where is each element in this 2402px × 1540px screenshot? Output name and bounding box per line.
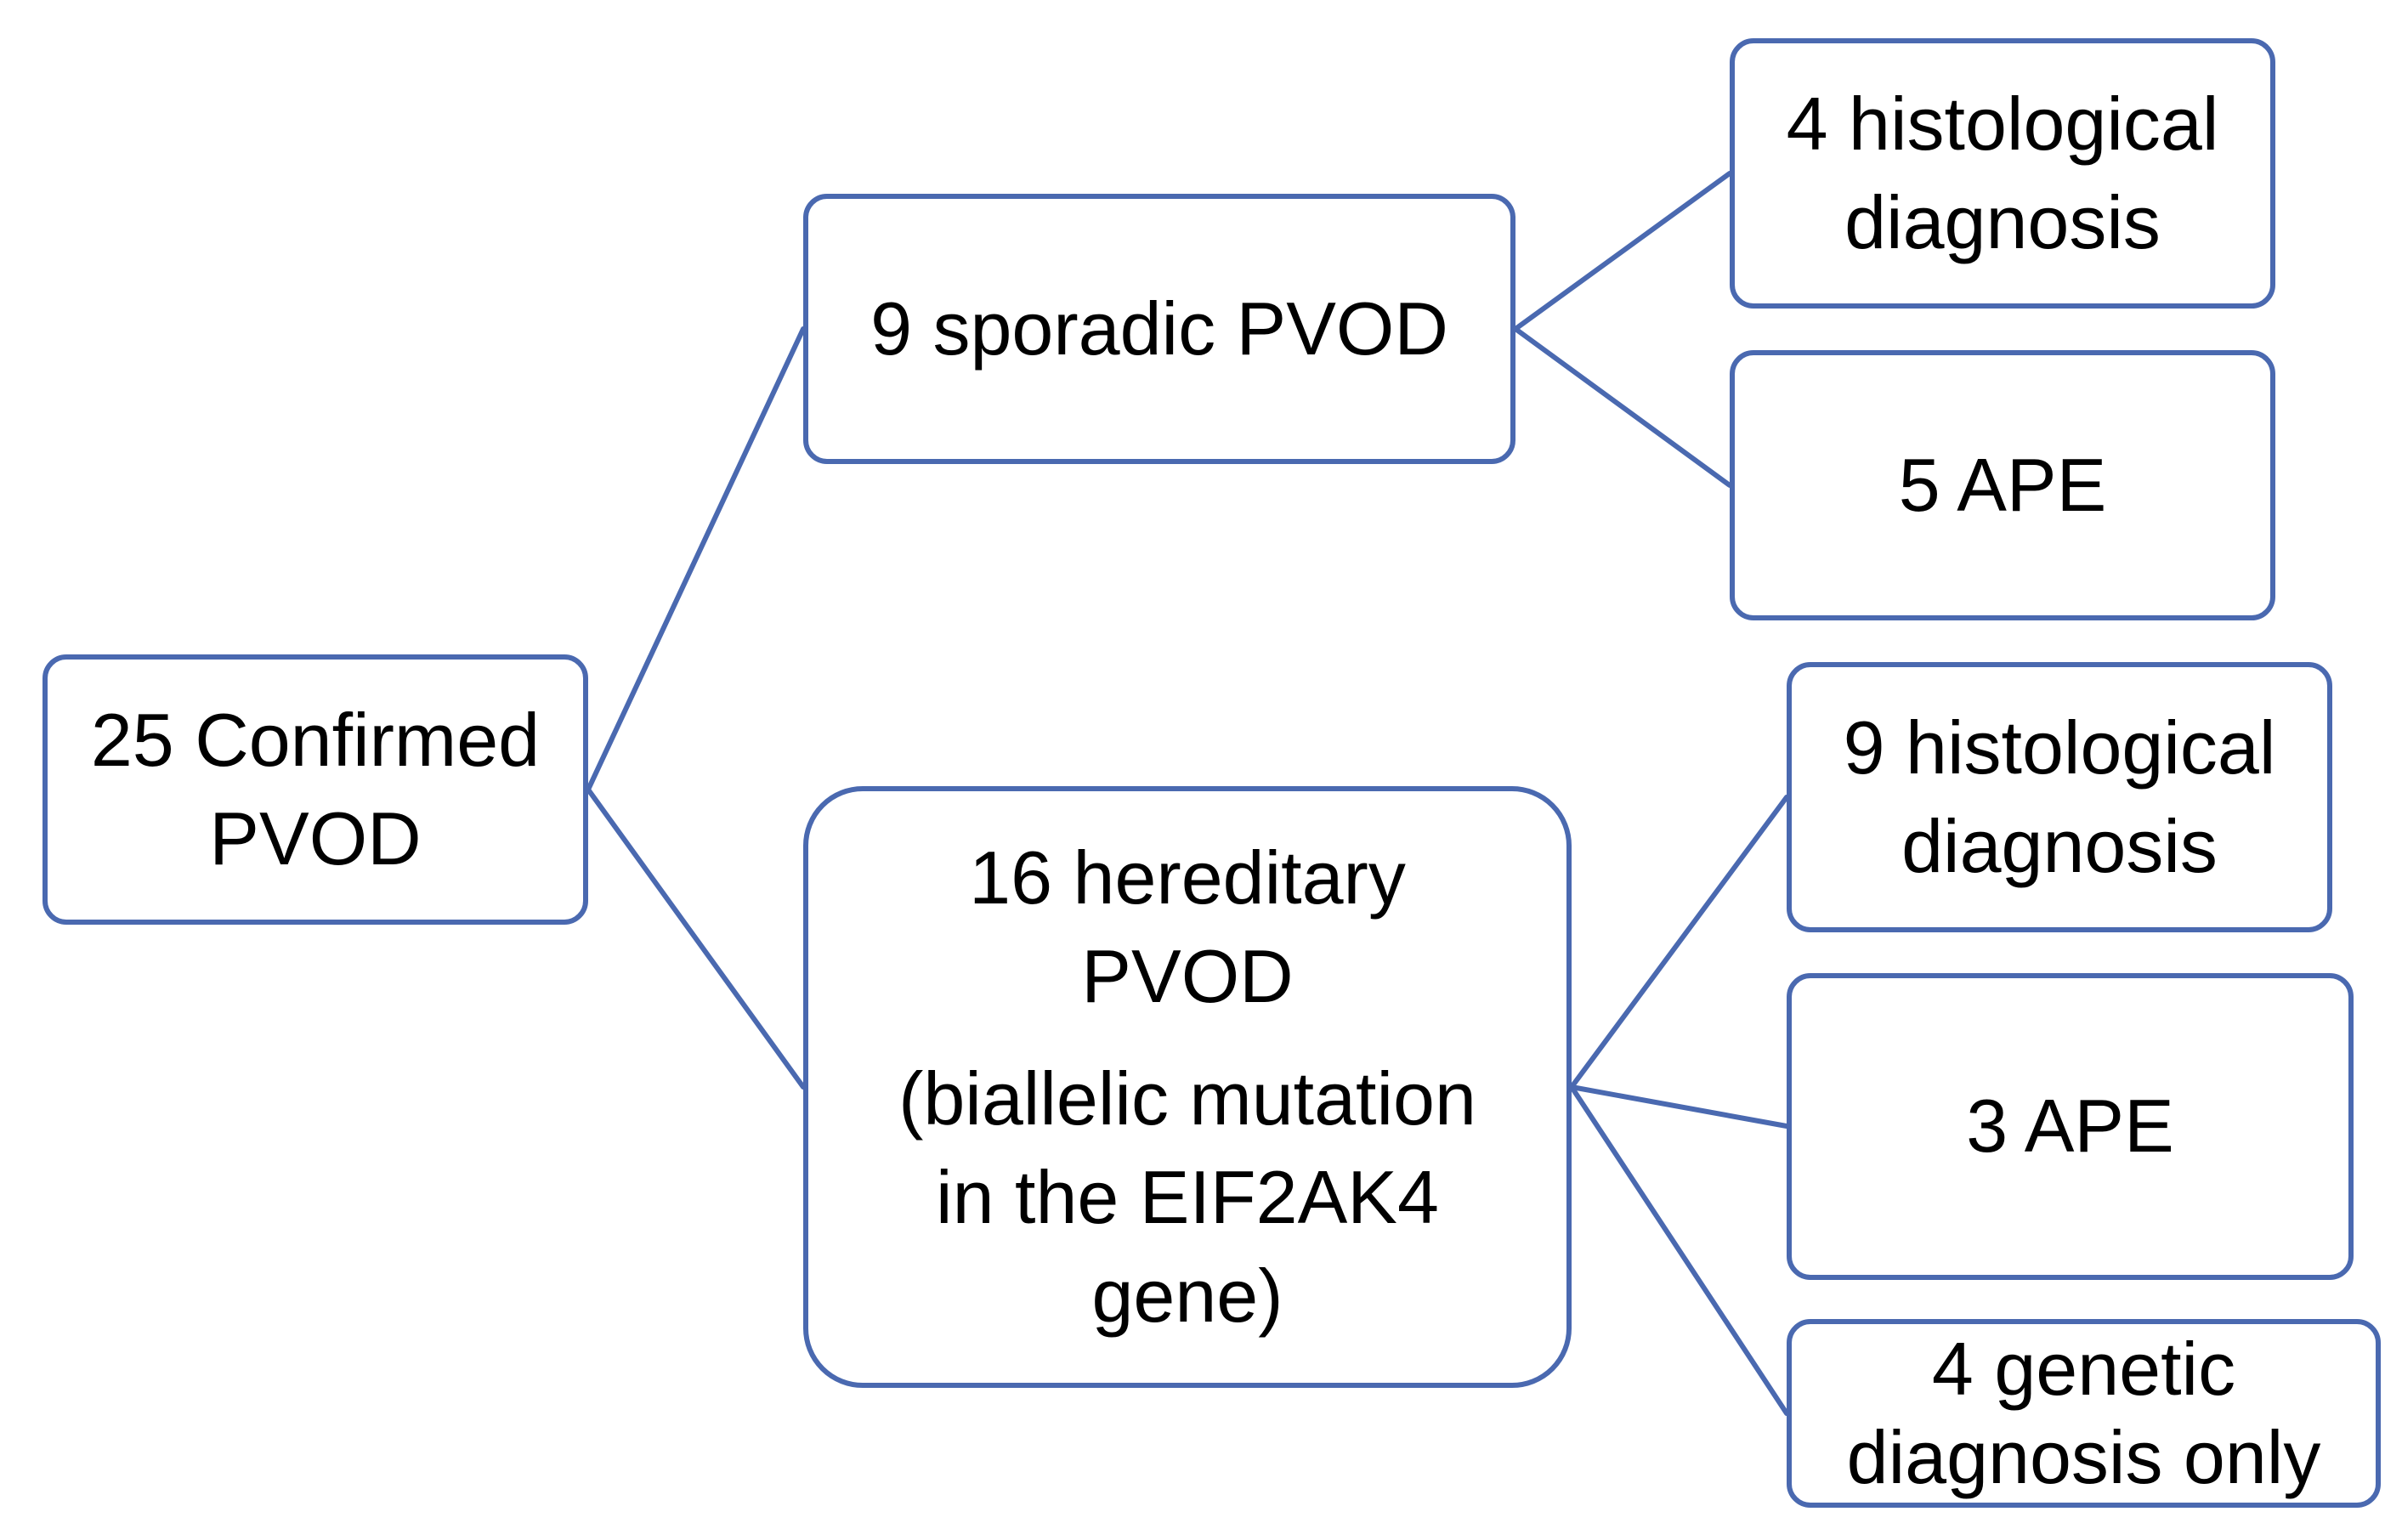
node-confirmed-pvod-line-2: PVOD <box>209 796 422 880</box>
node-hereditary-pvod: 16 hereditary PVOD (biallelic mutation i… <box>803 786 1572 1388</box>
node-hereditary-histological: 9 histological diagnosis <box>1787 662 2332 932</box>
node-confirmed-pvod-line-1: 25 Confirmed <box>90 697 541 782</box>
node-confirmed-pvod: 25 Confirmed PVOD <box>42 654 588 925</box>
connector-sporadic-ape <box>1513 326 1732 488</box>
connector-hereditary-histological <box>1569 795 1789 1090</box>
node-hereditary-pvod-line-4: in the EIF2AK4 <box>936 1155 1439 1240</box>
node-sporadic-histological-line-2: diagnosis <box>1844 180 2161 264</box>
node-sporadic-ape-label: 5 APE <box>1898 442 2107 527</box>
node-hereditary-genetic: 4 genetic diagnosis only <box>1787 1319 2381 1508</box>
node-hereditary-pvod-line-2: PVOD <box>1081 933 1294 1018</box>
node-hereditary-ape-label: 3 APE <box>1966 1084 2174 1169</box>
connector-root-sporadic <box>586 326 806 792</box>
node-hereditary-histological-line-2: diagnosis <box>1901 804 2218 888</box>
node-hereditary-pvod-line-3: (biallelic mutation <box>898 1056 1476 1141</box>
node-sporadic-pvod-label: 9 sporadic PVOD <box>870 286 1448 371</box>
node-hereditary-genetic-line-2: diagnosis only <box>1846 1415 2321 1499</box>
node-sporadic-histological-line-1: 4 histological <box>1786 81 2219 166</box>
connector-root-hereditary <box>586 787 806 1090</box>
node-sporadic-ape: 5 APE <box>1730 350 2275 620</box>
node-hereditary-pvod-line-5: gene) <box>1091 1254 1283 1339</box>
node-sporadic-histological: 4 histological diagnosis <box>1730 38 2275 309</box>
node-hereditary-ape: 3 APE <box>1787 973 2354 1280</box>
node-hereditary-histological-line-1: 9 histological <box>1843 705 2276 790</box>
connector-hereditary-ape <box>1569 1084 1789 1129</box>
connector-sporadic-histological <box>1513 171 1732 331</box>
connector-hereditary-genetic <box>1569 1084 1789 1416</box>
node-hereditary-pvod-line-1: 16 hereditary <box>969 835 1406 920</box>
node-hereditary-genetic-line-1: 4 genetic <box>1931 1327 2236 1412</box>
node-sporadic-pvod: 9 sporadic PVOD <box>803 194 1515 464</box>
